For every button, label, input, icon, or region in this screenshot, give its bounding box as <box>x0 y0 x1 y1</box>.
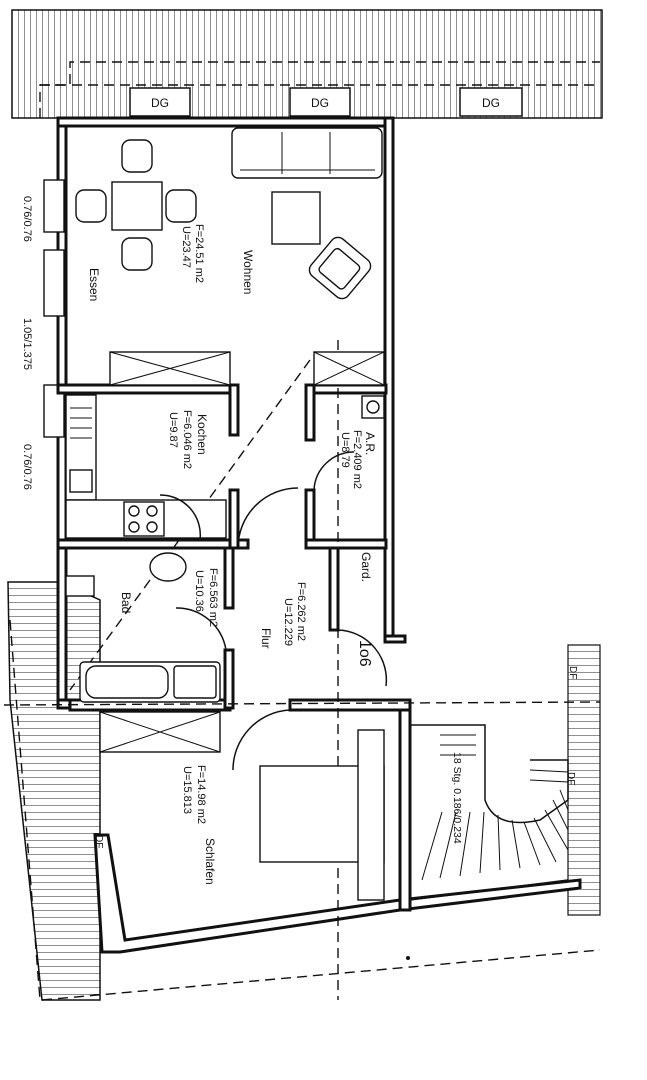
room-area: F=6.563 m2 <box>207 568 219 627</box>
room-perimeter: U=10.36 <box>193 570 205 612</box>
coffee-table <box>271 191 321 245</box>
wardrobe <box>357 729 385 901</box>
utility-appliance <box>361 395 385 419</box>
room-perimeter: U=23.47 <box>180 226 192 268</box>
shaft-2 <box>313 351 385 386</box>
df-label: DF <box>565 772 576 785</box>
structure-lines <box>3 340 601 1001</box>
room-ar: A.R. F=2.409 m2 U=8.79 <box>339 430 377 489</box>
shaft-1 <box>109 351 231 386</box>
room-essen: Essen <box>87 268 101 301</box>
room-name: Bad <box>119 592 133 613</box>
room-kochen: Kochen F=6.046 m2 U=9.87 <box>167 410 209 469</box>
window-dim-1: 0.76/0.76 <box>21 196 33 242</box>
room-name: Schlafen <box>203 838 217 885</box>
room-gard: Gard. <box>359 552 373 582</box>
stairs-label: 18 Stg. 0.186/0.234 <box>451 752 463 844</box>
room-perimeter: U=12.229 <box>282 598 294 646</box>
room-perimeter: U=8.79 <box>339 432 351 468</box>
dormer-1: DG <box>129 87 191 117</box>
sofa <box>231 127 383 179</box>
room-perimeter: U=9.87 <box>167 412 179 448</box>
room-name: Kochen <box>195 414 209 455</box>
room-name: Wohnen <box>241 250 255 294</box>
dormer-label: DG <box>311 96 329 110</box>
df-label: DF <box>567 666 578 679</box>
kitchen-counter <box>65 394 227 539</box>
entrance-label: 1o6 <box>356 640 373 667</box>
marker-dot <box>406 956 410 960</box>
interior-walls <box>56 383 388 710</box>
dormer-label: DG <box>482 96 500 110</box>
bathroom-fixtures <box>65 552 221 703</box>
df-label: DF <box>93 835 104 848</box>
room-area: F=6.262 m2 <box>295 582 307 641</box>
room-schlafen: F=14.98 m2 U=15.813 Schlafen <box>181 765 217 885</box>
room-area: F=14.98 m2 <box>195 765 207 824</box>
room-area: F=2.409 m2 <box>351 430 363 489</box>
room-name: Flur <box>259 628 273 649</box>
room-bad: Bad F=6.563 m2 U=10.36 <box>119 568 219 627</box>
staircase[interactable]: 18 Stg. 0.186/0.234 <box>409 724 569 901</box>
room-perimeter: U=15.813 <box>181 766 193 814</box>
doors <box>159 451 388 771</box>
dining-table <box>75 139 197 271</box>
window-dim-2: 1.05/1.375 <box>21 318 33 370</box>
shaft-3 <box>99 711 221 753</box>
room-area: F=24.51 m2 <box>193 224 205 283</box>
room-flur: F=6.262 m2 U=12.229 Flur <box>259 582 307 649</box>
dormer-label: DG <box>151 96 169 110</box>
left-windows <box>43 179 65 438</box>
room-name: A.R. <box>363 432 377 455</box>
room-wohnen: F=24.51 m2 U=23.47 Wohnen <box>180 224 255 294</box>
window-dim-3: 0.76/0.76 <box>21 444 33 490</box>
armchair <box>308 236 372 300</box>
dormer-2: DG <box>289 87 351 117</box>
room-area: F=6.046 m2 <box>181 410 193 469</box>
roof-left <box>7 581 101 1001</box>
dormer-3: DG <box>459 87 523 117</box>
